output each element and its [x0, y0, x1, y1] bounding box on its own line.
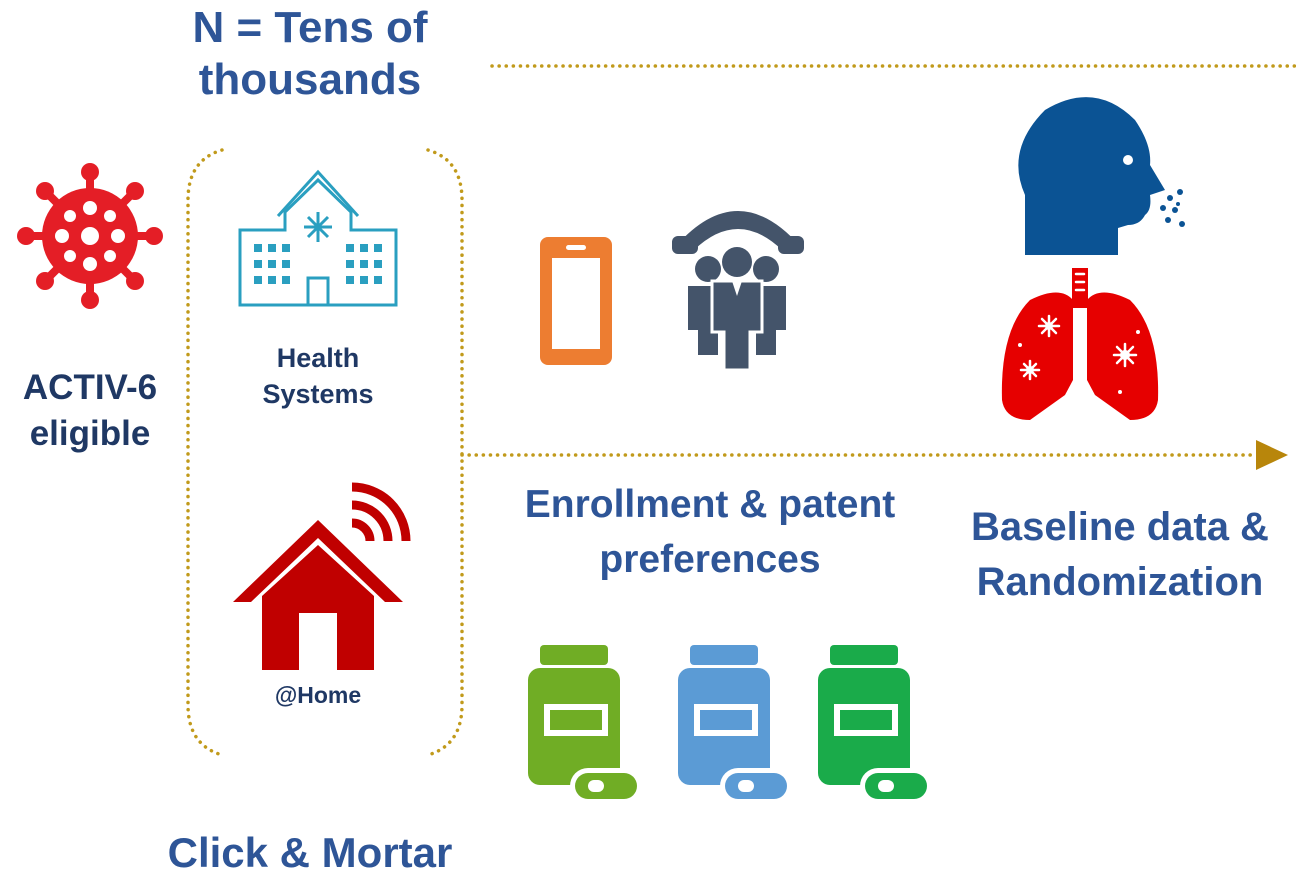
hospital-icon [238, 169, 398, 307]
call-center-icon [672, 211, 804, 372]
health-systems-label: Health Systems [262, 343, 374, 410]
flow-arrow [460, 440, 1288, 470]
virus-icon [17, 163, 163, 309]
baseline-label: Baseline data & Randomization [971, 505, 1269, 605]
respiratory-symptoms-icon [1001, 97, 1185, 420]
home-label: @Home [274, 682, 362, 708]
medication-bottle-icon [528, 645, 642, 804]
population-label: N = Tens of thousands [192, 3, 428, 104]
click-mortar-label: Click & Mortar [167, 829, 453, 876]
enrollment-label: Enrollment & patent preferences [524, 483, 896, 581]
eligibility-label: ACTIV-6 eligible [22, 368, 158, 453]
medication-bottle-icon [818, 645, 932, 804]
mobile-phone-icon [540, 237, 612, 365]
site-bracket [186, 148, 464, 757]
smart-home-icon [233, 482, 411, 670]
medication-bottle-icon [678, 645, 792, 804]
